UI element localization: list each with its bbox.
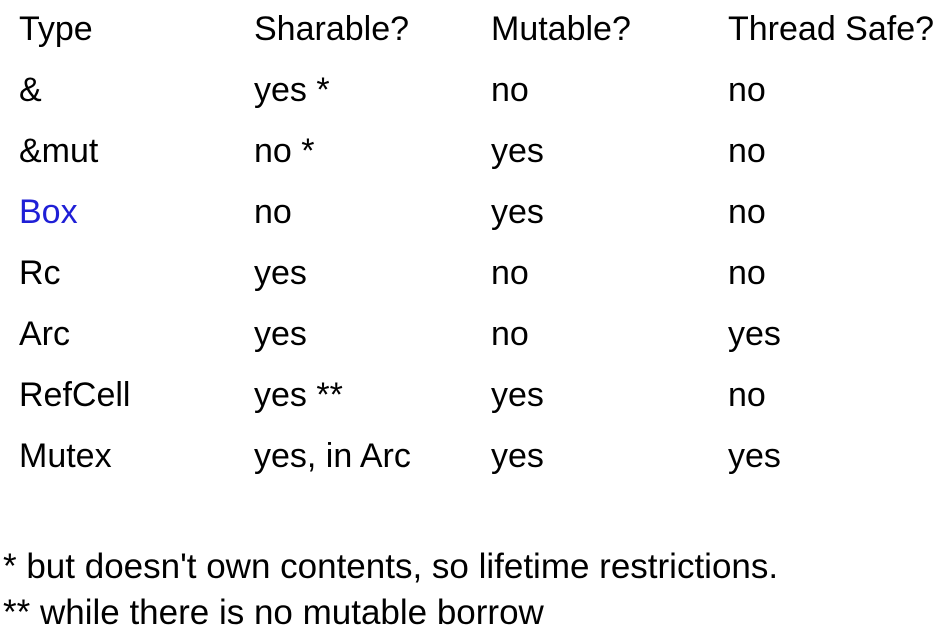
sharable-cell: yes	[254, 254, 307, 292]
thread-safe-cell: no	[728, 193, 766, 231]
header-type: Type	[19, 10, 93, 48]
footnote-double-star: ** while there is no mutable borrow	[3, 593, 544, 632]
type-cell: &mut	[19, 132, 99, 170]
mutable-cell: no	[491, 71, 529, 109]
mutable-cell: no	[491, 315, 529, 353]
mutable-cell: no	[491, 254, 529, 292]
table-row: &mut no * yes no	[0, 121, 941, 182]
table-row: Mutex yes, in Arc yes yes	[0, 426, 941, 487]
header-sharable: Sharable?	[254, 10, 410, 48]
header-thread-safe: Thread Safe?	[728, 10, 935, 48]
type-cell: Mutex	[19, 437, 112, 475]
type-cell-box: Box	[19, 193, 78, 231]
thread-safe-cell: no	[728, 376, 766, 414]
header-mutable: Mutable?	[491, 10, 631, 48]
footnote-single-star: * but doesn't own contents, so lifetime …	[3, 547, 779, 586]
sharable-cell: no *	[254, 132, 315, 170]
sharable-cell: yes *	[254, 71, 330, 109]
type-cell: Arc	[19, 315, 70, 353]
sharable-cell: yes	[254, 315, 307, 353]
table-header-row: Type Sharable? Mutable? Thread Safe?	[0, 0, 941, 60]
thread-safe-cell: no	[728, 71, 766, 109]
type-cell: &	[19, 71, 42, 109]
sharable-cell: yes, in Arc	[254, 437, 411, 475]
table-row: Box no yes no	[0, 182, 941, 243]
table-row: & yes * no no	[0, 60, 941, 121]
table-row: Arc yes no yes	[0, 304, 941, 365]
sharable-cell: yes **	[254, 376, 343, 414]
thread-safe-cell: no	[728, 254, 766, 292]
mutable-cell: yes	[491, 437, 544, 475]
sharable-cell: no	[254, 193, 292, 231]
table-row: Rc yes no no	[0, 243, 941, 304]
thread-safe-cell: yes	[728, 315, 781, 353]
mutable-cell: yes	[491, 132, 544, 170]
thread-safe-cell: yes	[728, 437, 781, 475]
table-row: RefCell yes ** yes no	[0, 365, 941, 426]
type-cell: RefCell	[19, 376, 131, 414]
thread-safe-cell: no	[728, 132, 766, 170]
mutable-cell: yes	[491, 193, 544, 231]
type-cell: Rc	[19, 254, 61, 292]
mutable-cell: yes	[491, 376, 544, 414]
